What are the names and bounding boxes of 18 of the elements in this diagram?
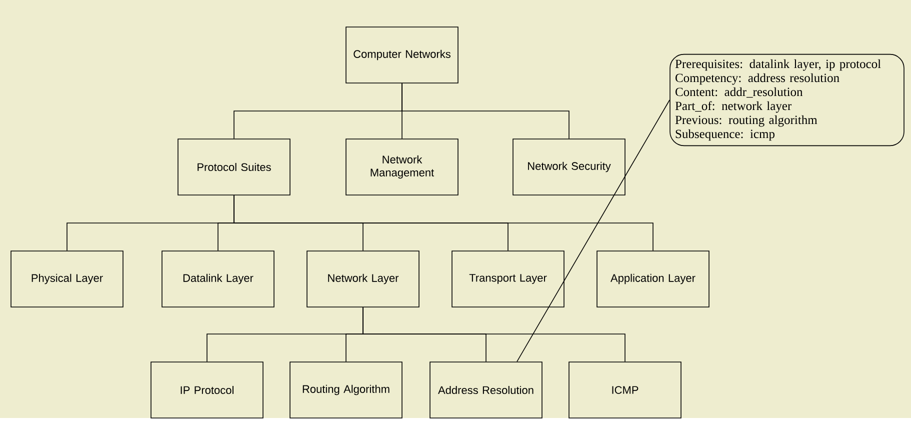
topic-box: Network Layer	[306, 250, 420, 308]
topic-box: Network Security	[512, 138, 626, 196]
topic-box: Address Resolution	[430, 362, 542, 418]
connector-line	[362, 307, 626, 362]
topic-box: Network Management	[346, 138, 458, 196]
connector-line	[234, 195, 654, 251]
topic-box: Routing Algorithm	[290, 362, 402, 418]
callout-box: Prerequisites: datalink layer, ip protocol Competency: address resolution Content: addr_resolution Part_of: network layer Previous: routing algorithm Subsequence: icmp	[670, 54, 904, 146]
topic-box: Computer Networks	[346, 26, 458, 84]
topic-box: Transport Layer	[452, 250, 564, 308]
topic-box: Datalink Layer	[162, 250, 274, 308]
topic-box: Physical Layer	[10, 250, 124, 308]
leader-line	[516, 100, 670, 362]
topic-box: IP Protocol	[150, 362, 264, 418]
topic-box: Protocol Suites	[178, 138, 290, 196]
topic-box: ICMP	[568, 362, 682, 418]
topic-box: Application Layer	[596, 250, 710, 308]
connector-line	[402, 83, 570, 139]
